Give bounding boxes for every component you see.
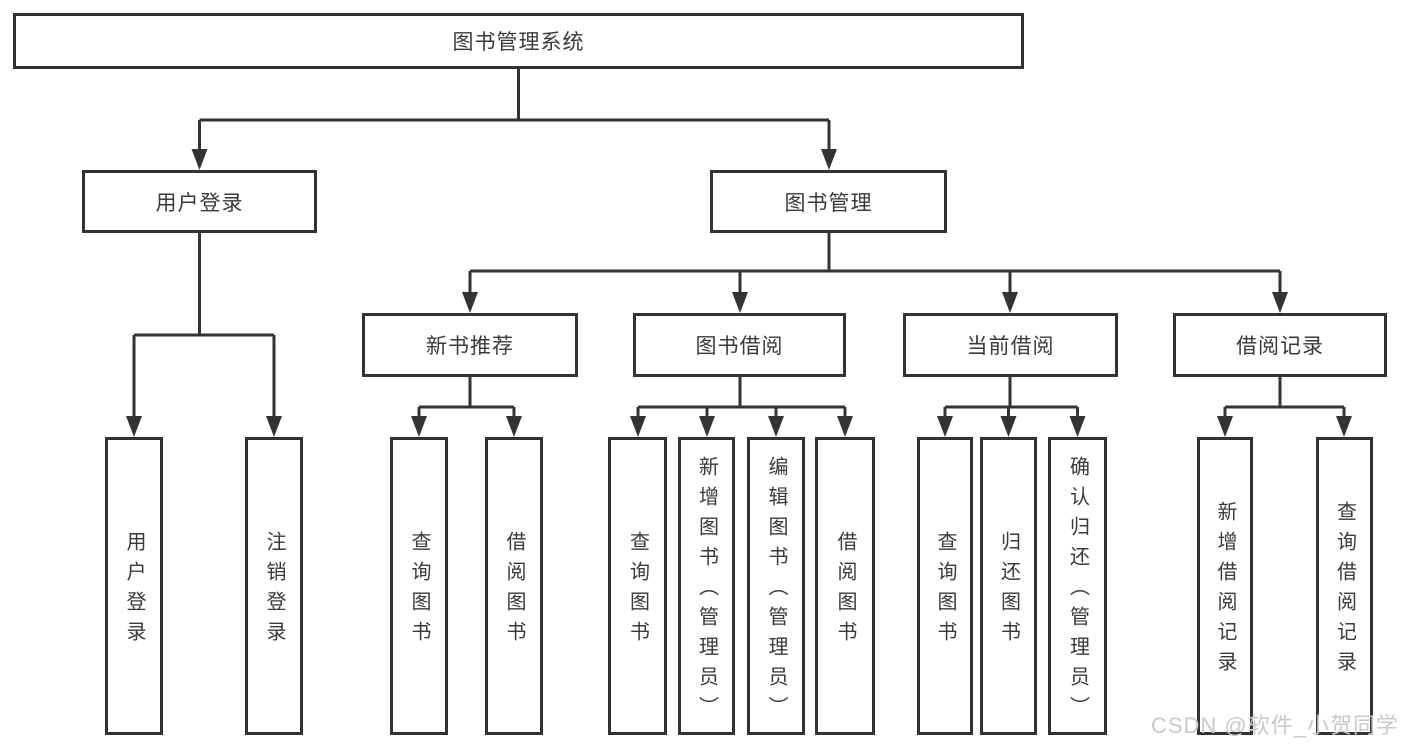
leaf-logout: 注销登录 [245,437,303,735]
leaf-confirm-return-admin-label: 确认归还（管理员） [1066,456,1089,726]
leaf-add-borrow-record-label: 新增借阅记录 [1214,501,1236,681]
node-book-borrow: 图书借阅 [633,313,846,377]
leaf-query-borrow-record-label: 查询借阅记录 [1333,501,1356,681]
leaf-add-borrow-record: 新增借阅记录 [1197,437,1253,735]
leaf-logout-label: 注销登录 [263,531,285,651]
node-book-management: 图书管理 [710,170,947,233]
leaf-edit-book-admin-label: 编辑图书（管理员） [765,456,787,726]
node-borrow-records: 借阅记录 [1173,313,1387,377]
leaf-query-books-1-label: 查询图书 [408,531,430,651]
leaf-query-books-1: 查询图书 [390,437,448,735]
node-root: 图书管理系统 [13,13,1024,69]
leaf-query-books-2: 查询图书 [608,437,667,735]
leaf-user-login: 用户登录 [105,437,163,735]
leaf-query-books-3: 查询图书 [917,437,973,735]
leaf-query-borrow-record: 查询借阅记录 [1316,437,1373,735]
arrowheads [126,149,1352,437]
leaf-add-book-admin-label: 新增图书（管理员） [695,456,718,726]
leaf-return-books: 归还图书 [980,437,1037,735]
node-user-login: 用户登录 [82,170,317,233]
leaf-query-books-3-label: 查询图书 [934,531,956,651]
leaf-user-login-label: 用户登录 [123,531,145,651]
node-current-borrow: 当前借阅 [903,313,1118,377]
leaf-borrow-books-1: 借阅图书 [485,437,543,735]
leaf-borrow-books-1-label: 借阅图书 [503,531,525,651]
csdn-watermark: CSDN @软件_小贺同学 [1150,713,1399,738]
leaf-borrow-books-2-label: 借阅图书 [834,531,856,651]
node-new-book-recommend: 新书推荐 [362,313,578,377]
leaf-add-book-admin: 新增图书（管理员） [678,437,735,735]
leaf-borrow-books-2: 借阅图书 [815,437,875,735]
leaf-edit-book-admin: 编辑图书（管理员） [747,437,805,735]
leaf-return-books-label: 归还图书 [997,531,1020,651]
leaf-query-books-2-label: 查询图书 [626,531,649,651]
leaf-confirm-return-admin: 确认归还（管理员） [1048,437,1107,735]
